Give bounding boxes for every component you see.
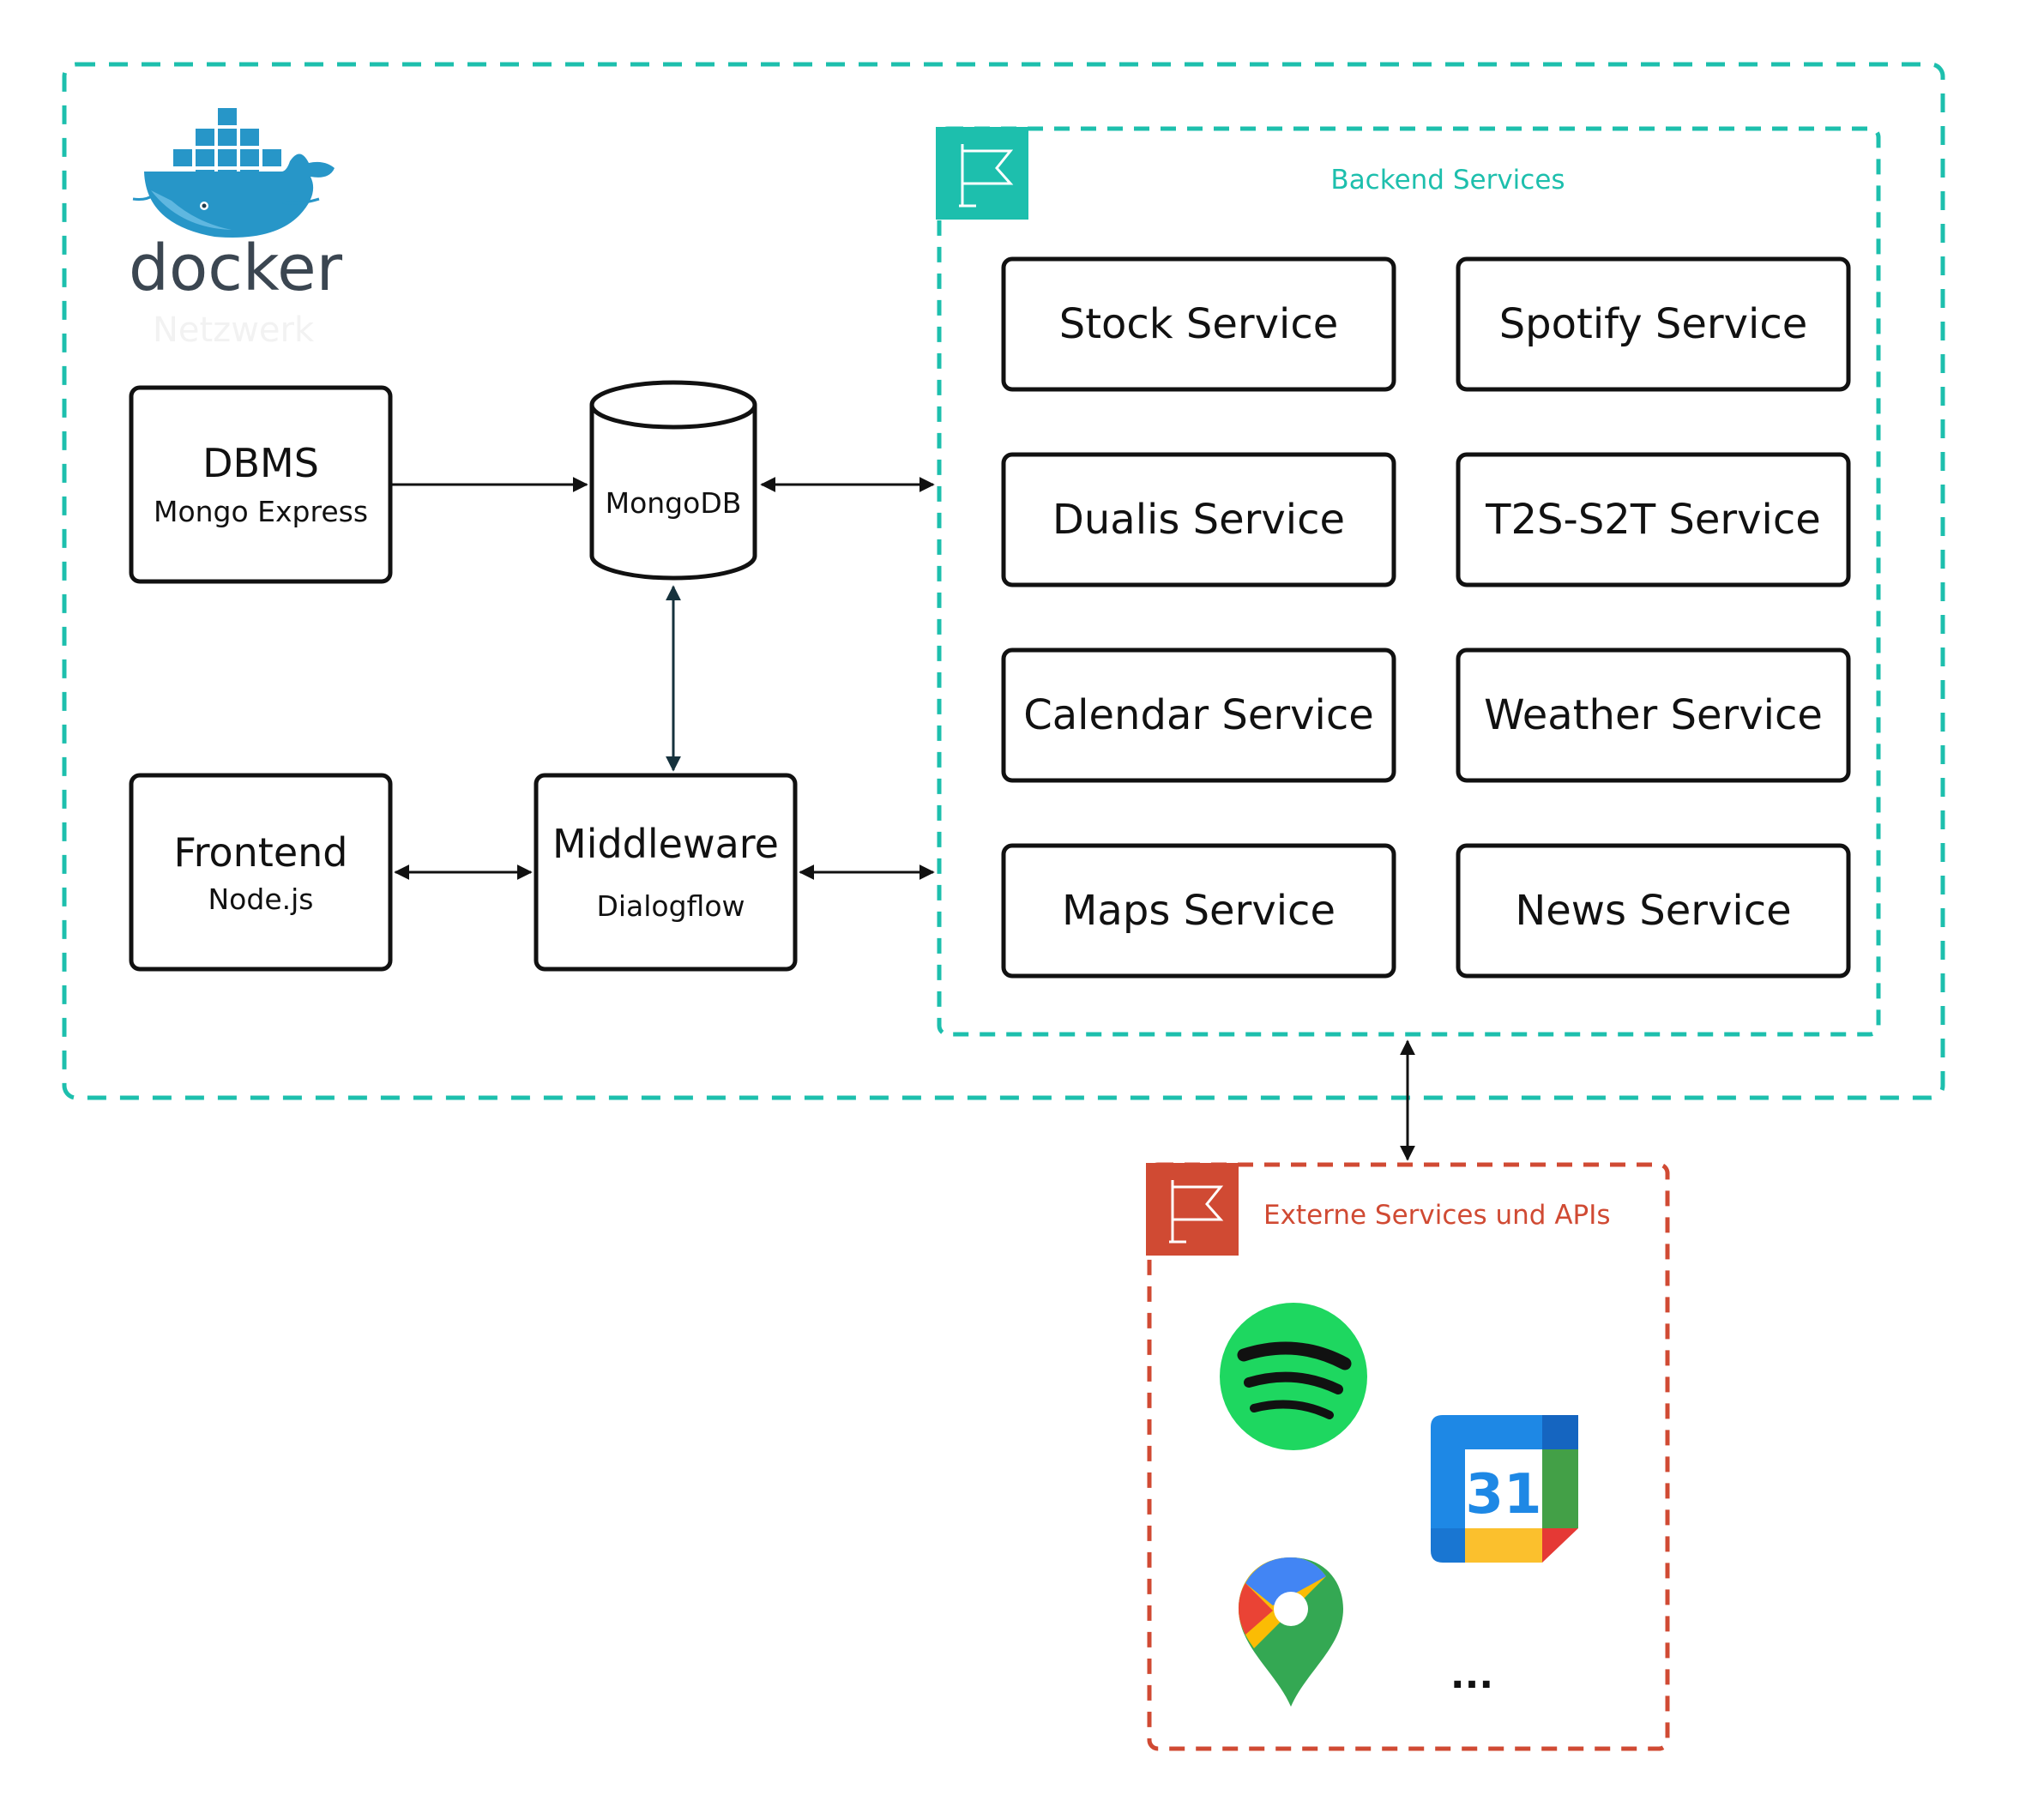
- spotify-service-box[interactable]: Spotify Service: [1456, 256, 1851, 392]
- spotify-logo-icon: [1220, 1303, 1367, 1450]
- docker-network-label: Netzwerk: [153, 310, 315, 350]
- dualis-service-box[interactable]: Dualis Service: [1001, 452, 1396, 587]
- news-service-label: News Service: [1515, 887, 1791, 935]
- maps-service-label: Maps Service: [1062, 887, 1336, 935]
- stock-service-box[interactable]: Stock Service: [1001, 256, 1396, 392]
- external-services-label: Externe Services und APIs: [1263, 1200, 1611, 1231]
- flag-icon: [936, 127, 1028, 220]
- middleware-subtitle: Dialogflow: [596, 889, 745, 923]
- docker-network-boundary: [62, 62, 1945, 1100]
- frontend-title: Frontend: [173, 829, 347, 876]
- docker-whale-icon: [132, 108, 335, 238]
- middleware-title: Middleware: [552, 821, 779, 867]
- flag-icon: [1146, 1163, 1239, 1256]
- t2s-s2t-service-label: T2S-S2T Service: [1485, 496, 1821, 544]
- calendar-service-box[interactable]: Calendar Service: [1001, 648, 1396, 783]
- calendar-service-label: Calendar Service: [1023, 691, 1374, 739]
- spotify-service-label: Spotify Service: [1499, 300, 1808, 348]
- docker-logo-text: docker: [129, 232, 343, 305]
- dbms-box[interactable]: DBMS Mongo Express: [129, 385, 393, 584]
- weather-service-box[interactable]: Weather Service: [1456, 648, 1851, 783]
- frontend-subtitle: Node.js: [208, 882, 314, 916]
- google-maps-icon: [1239, 1557, 1343, 1707]
- calendar-day: 31: [1465, 1463, 1541, 1527]
- backend-services-group: [937, 126, 1881, 1037]
- t2s-s2t-service-box[interactable]: T2S-S2T Service: [1456, 452, 1851, 587]
- mongodb-database[interactable]: MongoDB: [589, 380, 757, 581]
- mongodb-label: MongoDB: [606, 486, 742, 520]
- backend-services-label: Backend Services: [1330, 165, 1565, 196]
- frontend-box[interactable]: Frontend Node.js: [129, 773, 393, 972]
- middleware-box[interactable]: Middleware Dialogflow: [534, 773, 798, 972]
- google-calendar-icon: 31: [1431, 1415, 1578, 1563]
- dualis-service-label: Dualis Service: [1052, 496, 1345, 544]
- more-ellipsis: ...: [1450, 1653, 1493, 1697]
- dbms-title: DBMS: [202, 440, 319, 486]
- dbms-subtitle: Mongo Express: [154, 495, 368, 528]
- news-service-box[interactable]: News Service: [1456, 843, 1851, 979]
- stock-service-label: Stock Service: [1059, 300, 1339, 348]
- external-services-group: [1147, 1162, 1670, 1751]
- weather-service-label: Weather Service: [1484, 691, 1823, 739]
- maps-service-box[interactable]: Maps Service: [1001, 843, 1396, 979]
